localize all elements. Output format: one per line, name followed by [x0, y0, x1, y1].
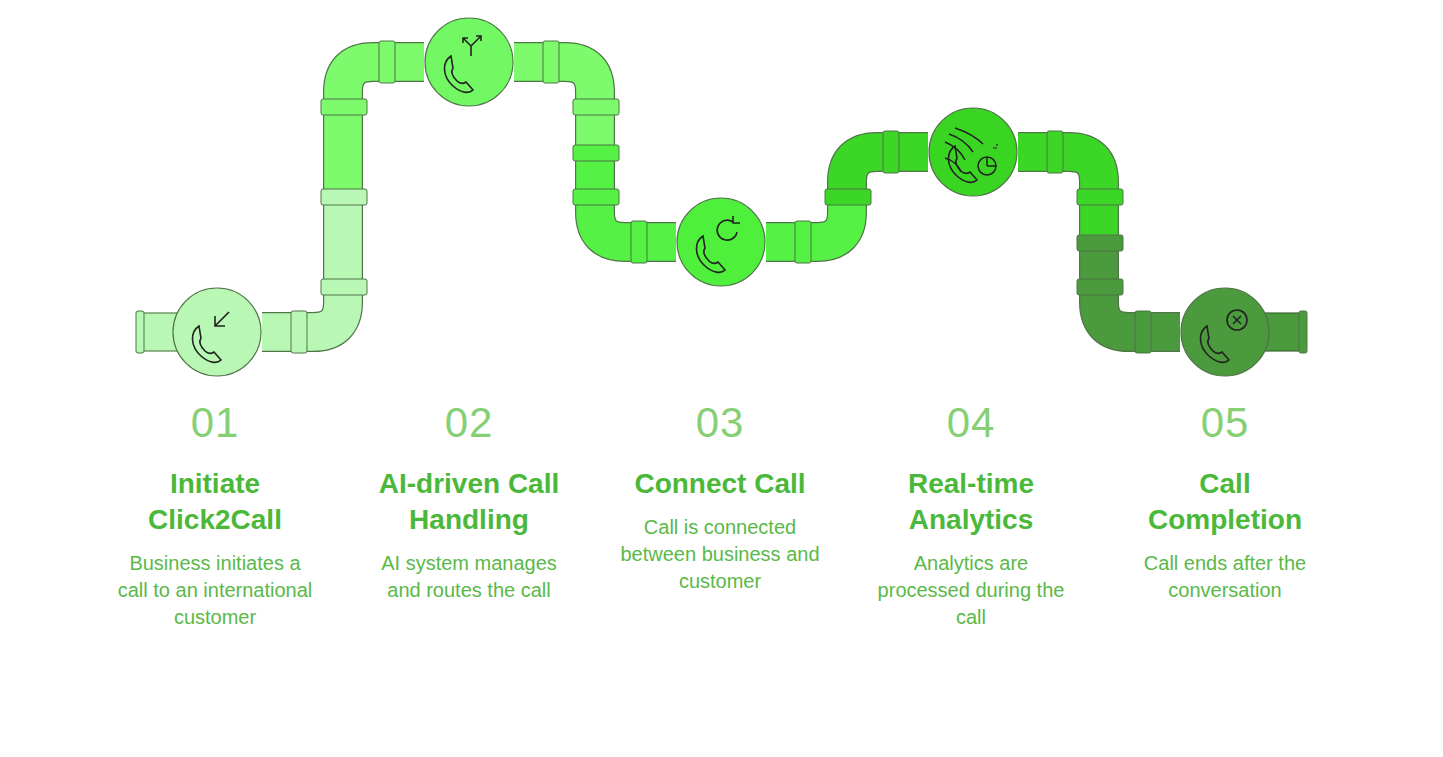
step-heading: Call Completion: [1123, 466, 1328, 538]
step-description: Analytics are processed during the call: [871, 550, 1071, 631]
step-circle: [172, 287, 262, 377]
step-circle: [928, 107, 1018, 197]
step-number: 05: [1105, 400, 1345, 446]
step-description: AI system manages and routes the call: [369, 550, 569, 604]
pipe-connector: [514, 62, 676, 242]
step-circle: [676, 197, 766, 287]
step-number: 03: [600, 400, 840, 446]
step-heading: Initiate Click2Call: [113, 466, 318, 538]
step-node: 03Connect CallCall is connected between …: [676, 197, 766, 287]
step-description: Business initiates a call to an internat…: [115, 550, 315, 631]
pipe-connector: [262, 62, 424, 332]
step-description: Call is connected between business and c…: [620, 514, 820, 595]
step-circle: [424, 17, 514, 107]
step-node: 01Initiate Click2CallBusiness initiates …: [172, 287, 262, 377]
step-circle: [1180, 287, 1270, 377]
step-text: 03Connect CallCall is connected between …: [600, 400, 840, 595]
step-number: 02: [349, 400, 589, 446]
pipe-connector: [766, 152, 928, 242]
step-heading: AI-driven Call Handling: [367, 466, 572, 538]
step-number: 04: [851, 400, 1091, 446]
step-heading: Real-time Analytics: [869, 466, 1074, 538]
step-number: 01: [95, 400, 335, 446]
pipe-connector: [1018, 152, 1180, 332]
step-description: Call ends after the conversation: [1125, 550, 1325, 604]
step-node: 02AI-driven Call HandlingAI system manag…: [424, 17, 514, 107]
step-text: 05Call CompletionCall ends after the con…: [1105, 400, 1345, 604]
step-text: 01Initiate Click2CallBusiness initiates …: [95, 400, 335, 631]
step-node: 04Real-time AnalyticsAnalytics are proce…: [928, 107, 1018, 197]
step-text: 02AI-driven Call Handling AI system manag…: [349, 400, 589, 604]
step-node: 05Call CompletionCall ends after the con…: [1180, 287, 1270, 377]
step-text: 04Real-time AnalyticsAnalytics are proce…: [851, 400, 1091, 631]
step-heading: Connect Call: [618, 466, 823, 502]
